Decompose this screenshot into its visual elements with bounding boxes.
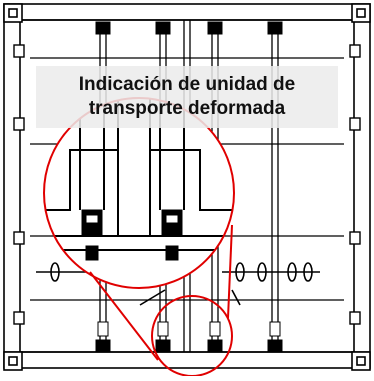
magnified-detail (44, 98, 234, 288)
caption-label: Indicación de unidad de transporte defor… (36, 66, 338, 128)
caption-line-1: Indicación de unidad de (78, 74, 296, 95)
container-frame (3, 3, 371, 369)
callout-line-left (89, 271, 159, 361)
corner-castings (3, 3, 371, 371)
caption-line-2: transporte deformada (88, 98, 286, 119)
door-hinges (13, 44, 361, 325)
cam-keepers (95, 21, 283, 353)
callout-line-right (227, 224, 233, 319)
door-handles (36, 262, 320, 306)
